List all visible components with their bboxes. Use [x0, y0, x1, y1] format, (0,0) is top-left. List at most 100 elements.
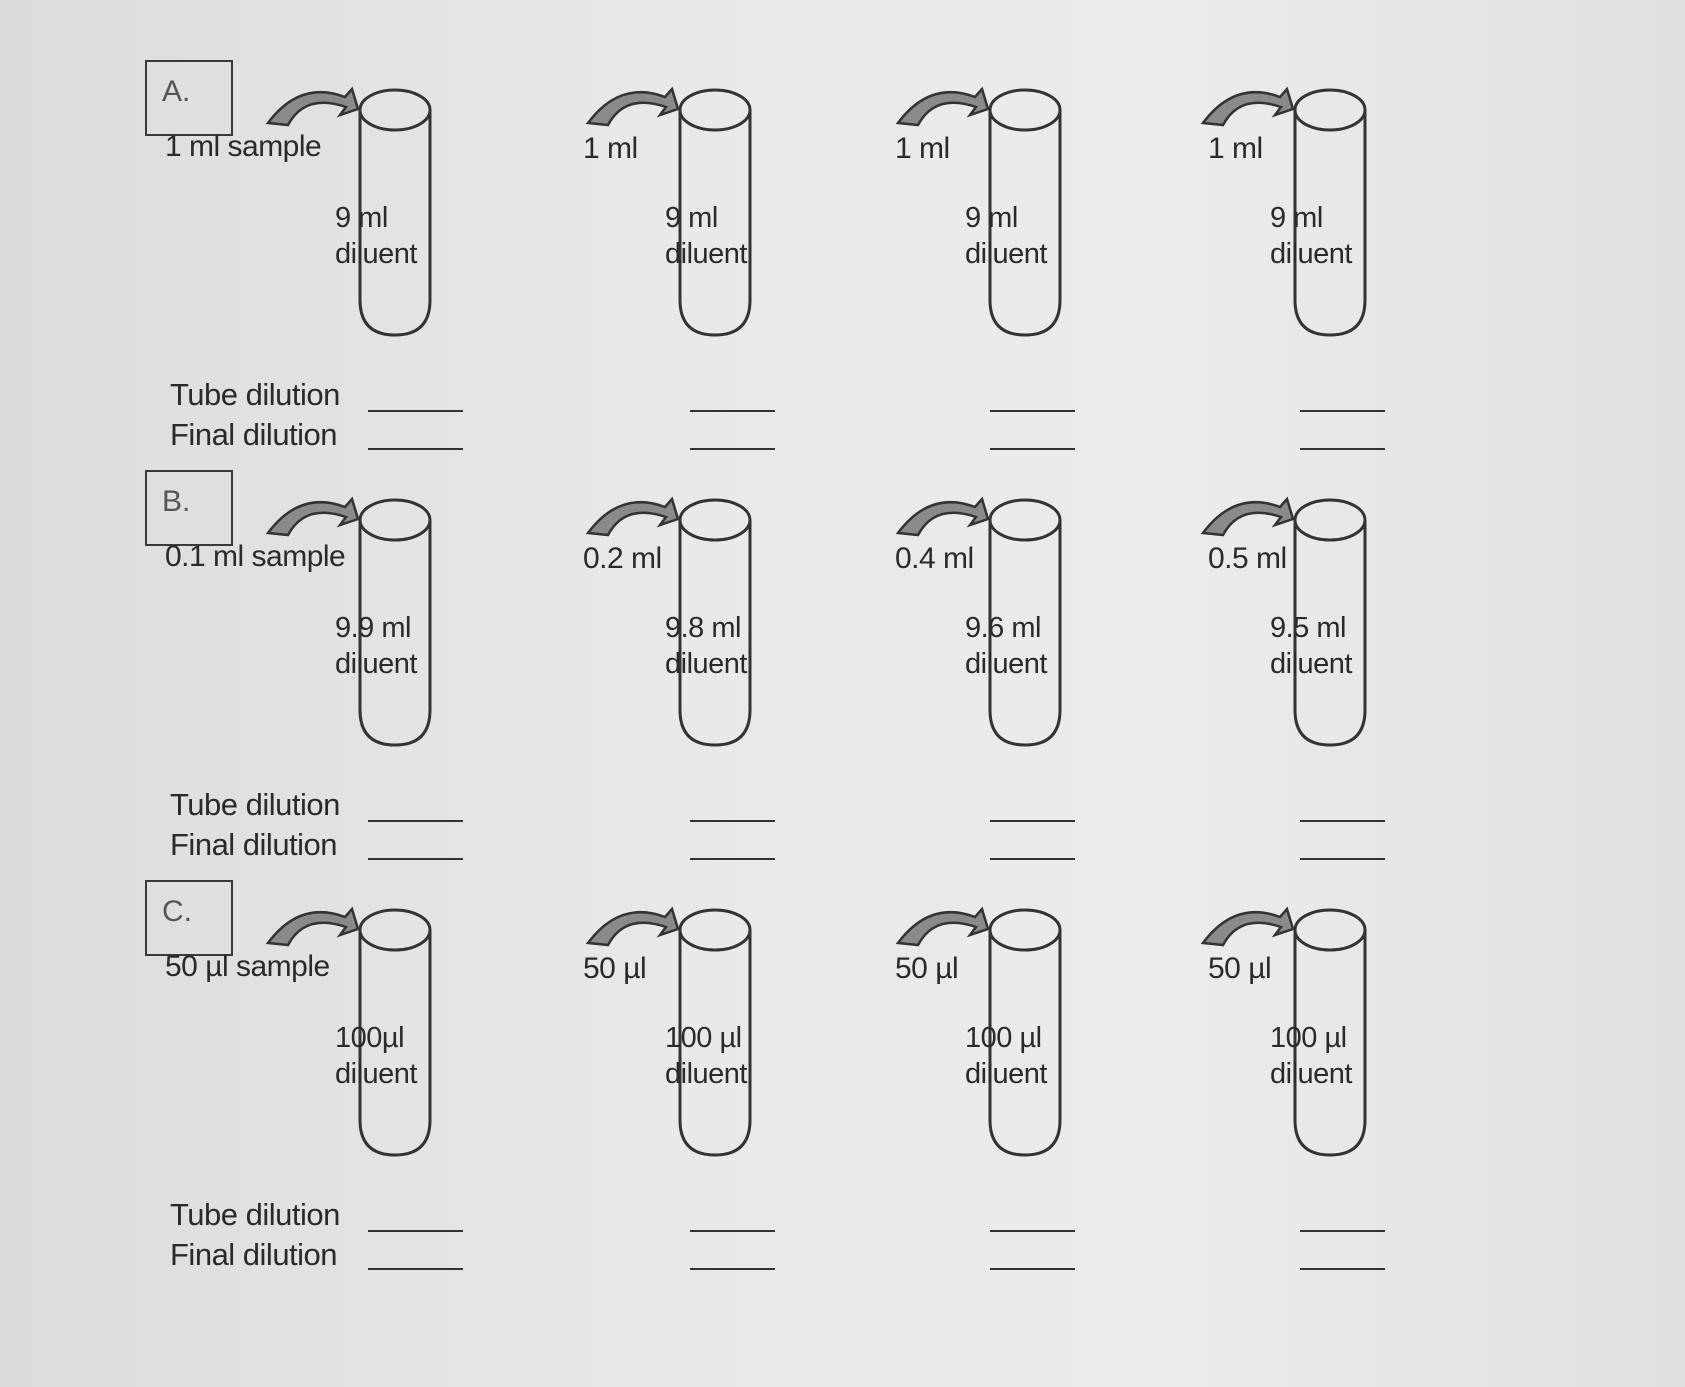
- final-dilution-blank[interactable]: [368, 1268, 463, 1270]
- test-tube-icon: [585, 86, 752, 337]
- diluent-word: diluent: [1270, 1058, 1352, 1090]
- tube-body: [678, 110, 752, 337]
- tube-rim: [1293, 498, 1367, 542]
- diluent-volume: 9 ml: [965, 202, 1018, 234]
- diluent-label: 9 ml diluent: [1270, 200, 1352, 272]
- tube-body: [1293, 930, 1367, 1157]
- test-tube-icon: [1200, 496, 1367, 747]
- tube-dilution-label: Tube dilution: [170, 787, 340, 822]
- tube-dilution-blank[interactable]: [990, 820, 1075, 822]
- tube-rim: [988, 88, 1062, 132]
- test-tube-icon: [265, 906, 432, 1157]
- diluent-label: 9 ml diluent: [965, 200, 1047, 272]
- diluent-word: diluent: [665, 1058, 747, 1090]
- diluent-volume: 9.5 ml: [1270, 612, 1346, 644]
- diluent-volume: 100 µl: [965, 1022, 1042, 1054]
- transfer-volume-label: 50 µl: [895, 952, 959, 985]
- tube-dilution-blank[interactable]: [368, 410, 463, 412]
- diluent-word: diluent: [965, 648, 1047, 680]
- tube-dilution-blank[interactable]: [1300, 410, 1385, 412]
- tube-dilution-blank[interactable]: [1300, 1230, 1385, 1232]
- tube-body: [988, 930, 1062, 1157]
- diluent-word: diluent: [965, 1058, 1047, 1090]
- tube-rim: [1293, 88, 1367, 132]
- tube-rim: [358, 908, 432, 952]
- diluent-label: 9.8 ml diluent: [665, 610, 747, 682]
- section-label-box: [145, 60, 233, 136]
- final-dilution-blank[interactable]: [990, 448, 1075, 450]
- final-dilution-blank[interactable]: [368, 448, 463, 450]
- transfer-arrow: [265, 86, 360, 127]
- diluent-volume: 9.6 ml: [965, 612, 1041, 644]
- test-tube-icon: [895, 496, 1062, 747]
- final-dilution-blank[interactable]: [690, 1268, 775, 1270]
- final-dilution-blank[interactable]: [690, 448, 775, 450]
- diluent-volume: 9 ml: [335, 202, 388, 234]
- transfer-volume-label: 0.2 ml: [583, 542, 662, 575]
- diluent-volume: 9.8 ml: [665, 612, 741, 644]
- tube-dilution-blank[interactable]: [1300, 820, 1385, 822]
- transfer-volume-label: 0.5 ml: [1208, 542, 1287, 575]
- tube-dilution-blank[interactable]: [690, 1230, 775, 1232]
- diluent-volume: 100 µl: [665, 1022, 742, 1054]
- diluent-label: 100 µl diluent: [965, 1020, 1047, 1092]
- transfer-arrow: [585, 496, 680, 537]
- transfer-arrow: [585, 906, 680, 947]
- tube-dilution-blank[interactable]: [990, 410, 1075, 412]
- diluent-volume: 9 ml: [665, 202, 718, 234]
- final-dilution-blank[interactable]: [1300, 448, 1385, 450]
- transfer-volume-label: 1 ml: [1208, 132, 1263, 165]
- test-tube-icon: [1200, 906, 1367, 1157]
- diluent-word: diluent: [1270, 238, 1352, 270]
- diluent-label: 9.6 ml diluent: [965, 610, 1047, 682]
- tube-body: [988, 110, 1062, 337]
- diluent-volume: 9.9 ml: [335, 612, 411, 644]
- transfer-arrow: [1200, 496, 1295, 537]
- test-tube-icon: [265, 496, 432, 747]
- tube-body: [678, 520, 752, 747]
- diluent-word: diluent: [665, 648, 747, 680]
- tube-rim: [988, 908, 1062, 952]
- diluent-volume: 9 ml: [1270, 202, 1323, 234]
- final-dilution-blank[interactable]: [990, 1268, 1075, 1270]
- tube-body: [678, 930, 752, 1157]
- transfer-arrow: [895, 496, 990, 537]
- transfer-arrow: [585, 86, 680, 127]
- sample-volume-label: 0.1 ml sample: [165, 540, 346, 573]
- tube-body: [358, 930, 432, 1157]
- diluent-volume: 100 µl: [1270, 1022, 1347, 1054]
- final-dilution-blank[interactable]: [1300, 1268, 1385, 1270]
- tube-dilution-blank[interactable]: [690, 820, 775, 822]
- test-tube-icon: [895, 86, 1062, 337]
- sample-volume-label: 50 µl sample: [165, 950, 330, 983]
- tube-body: [988, 520, 1062, 747]
- tube-dilution-blank[interactable]: [690, 410, 775, 412]
- final-dilution-blank[interactable]: [990, 858, 1075, 860]
- final-dilution-label: Final dilution: [170, 417, 338, 452]
- test-tube-icon: [895, 906, 1062, 1157]
- transfer-arrow: [895, 86, 990, 127]
- transfer-volume-label: 0.4 ml: [895, 542, 974, 575]
- transfer-arrow: [265, 906, 360, 947]
- section-letter: A.: [162, 75, 191, 108]
- tube-dilution-blank[interactable]: [368, 1230, 463, 1232]
- final-dilution-blank[interactable]: [368, 858, 463, 860]
- diluent-volume: 100µl: [335, 1022, 405, 1054]
- transfer-arrow: [1200, 906, 1295, 947]
- transfer-arrow: [1200, 86, 1295, 127]
- final-dilution-label: Final dilution: [170, 1237, 338, 1272]
- section-letter: C.: [162, 895, 192, 928]
- diluent-word: diluent: [965, 238, 1047, 270]
- final-dilution-blank[interactable]: [690, 858, 775, 860]
- tube-dilution-blank[interactable]: [368, 820, 463, 822]
- final-dilution-blank[interactable]: [1300, 858, 1385, 860]
- diluent-word: diluent: [335, 1058, 417, 1090]
- transfer-arrow: [895, 906, 990, 947]
- tube-rim: [1293, 908, 1367, 952]
- tube-dilution-blank[interactable]: [990, 1230, 1075, 1232]
- diluent-word: diluent: [1270, 648, 1352, 680]
